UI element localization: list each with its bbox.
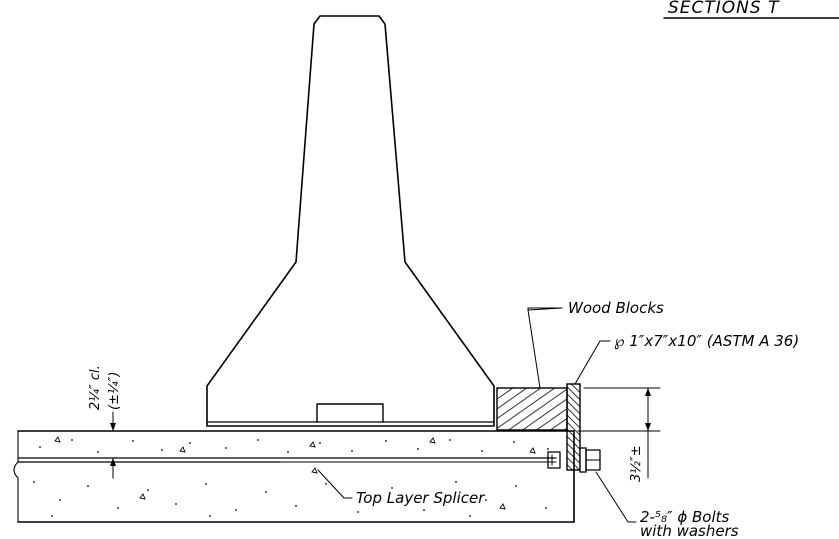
bolts-callout: 2-⁵₈″ ϕ Bolts with washers [595,471,739,539]
bolt-head [547,451,561,469]
cover-dim-label: 2¼″ cl. [88,365,103,410]
aggregate-marks [54,436,536,510]
dim-arrow-top [645,388,651,396]
wood-blocks [496,387,568,431]
anchor-bolt [547,447,601,473]
bolts-label-line2: with washers [640,522,739,539]
dim-arrow-bottom [645,423,651,431]
wood-blocks-label: Wood Blocks [568,299,664,317]
nut [585,449,601,471]
plate-callout: ℘ 1″x7″x10″ (ASTM A 36) [574,332,799,385]
cover-dimension: 2¼″ cl. (±¼″) [88,365,122,479]
barrier-outline [206,15,495,427]
splicer-label: Top Layer Splicer [356,489,485,507]
wood-blocks-leader [527,307,563,389]
steel-plate [566,383,581,471]
cover-dim-arrow-top [110,423,116,431]
concrete-barrier [206,15,495,427]
bridge-deck-slab [13,430,575,523]
plate-leader [574,340,611,385]
splicer-leader [317,469,353,499]
barrier-base-recess [316,403,384,423]
section-title: SECTIONS T [663,0,839,19]
block-height-label: 3½″± [629,445,644,482]
cover-dim-arrow-bottom [110,458,116,466]
wood-block-hatched [496,387,568,431]
steel-plate-hatched [566,383,581,471]
splicer-callout: Top Layer Splicer [317,469,485,507]
bolts-label-line1: 2-⁵₈″ ϕ Bolts [640,508,730,526]
bolts-leader [595,471,637,523]
block-height-dimension: 3½″± [577,387,661,482]
slab-break-line [13,430,19,523]
concrete-stipple [33,439,549,517]
wood-blocks-callout: Wood Blocks [527,299,664,389]
washer [579,447,587,473]
plate-label: ℘ 1″x7″x10″ (ASTM A 36) [614,332,799,350]
cover-tol-label: (±¼″) [107,372,122,411]
section-title-text: SECTIONS T [668,0,780,18]
